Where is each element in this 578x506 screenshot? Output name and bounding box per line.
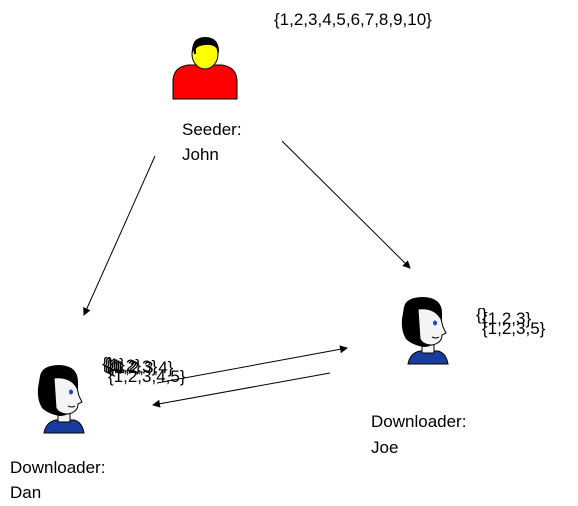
- joe-role-label: Downloader:: [371, 412, 467, 431]
- dan-role-label: Downloader:: [10, 458, 106, 477]
- arrow-dan-to-joe: [156, 345, 348, 384]
- seeder-pieces: {1,2,3,4,5,6,7,8,9,10}: [274, 10, 432, 29]
- downloader-person-icon: [37, 365, 85, 434]
- dan-pieces-state-2: {1,2}: [106, 356, 141, 375]
- dan-pieces-state-5: {1,2,3,4,5}: [108, 367, 186, 386]
- seeder-name-label: John: [182, 145, 219, 164]
- joe-pieces-state-0: {}: [476, 305, 488, 324]
- dan-pieces-state-3: {1,2,3}: [108, 357, 158, 376]
- seeder-person-icon: [172, 37, 238, 100]
- joe-pieces-state-1: {1,2,3}: [482, 309, 532, 328]
- arrow-john-to-joe: [281, 140, 411, 269]
- dan-pieces-state-4: {1,2,3,4}: [110, 358, 174, 377]
- dan-name-label: Dan: [10, 483, 42, 502]
- joe-pieces-state-2: {1,2,3,5}: [482, 319, 546, 338]
- joe-name-label: Joe: [371, 438, 399, 457]
- arrow-joe-to-dan: [152, 372, 331, 408]
- dan-pieces-state-1: {1}: [104, 355, 125, 374]
- dan-pieces-state-0: {}: [102, 354, 114, 373]
- downloader-person-icon: [401, 297, 449, 365]
- seeder-role-label: Seeder:: [182, 120, 242, 139]
- arrow-john-to-dan: [83, 155, 156, 316]
